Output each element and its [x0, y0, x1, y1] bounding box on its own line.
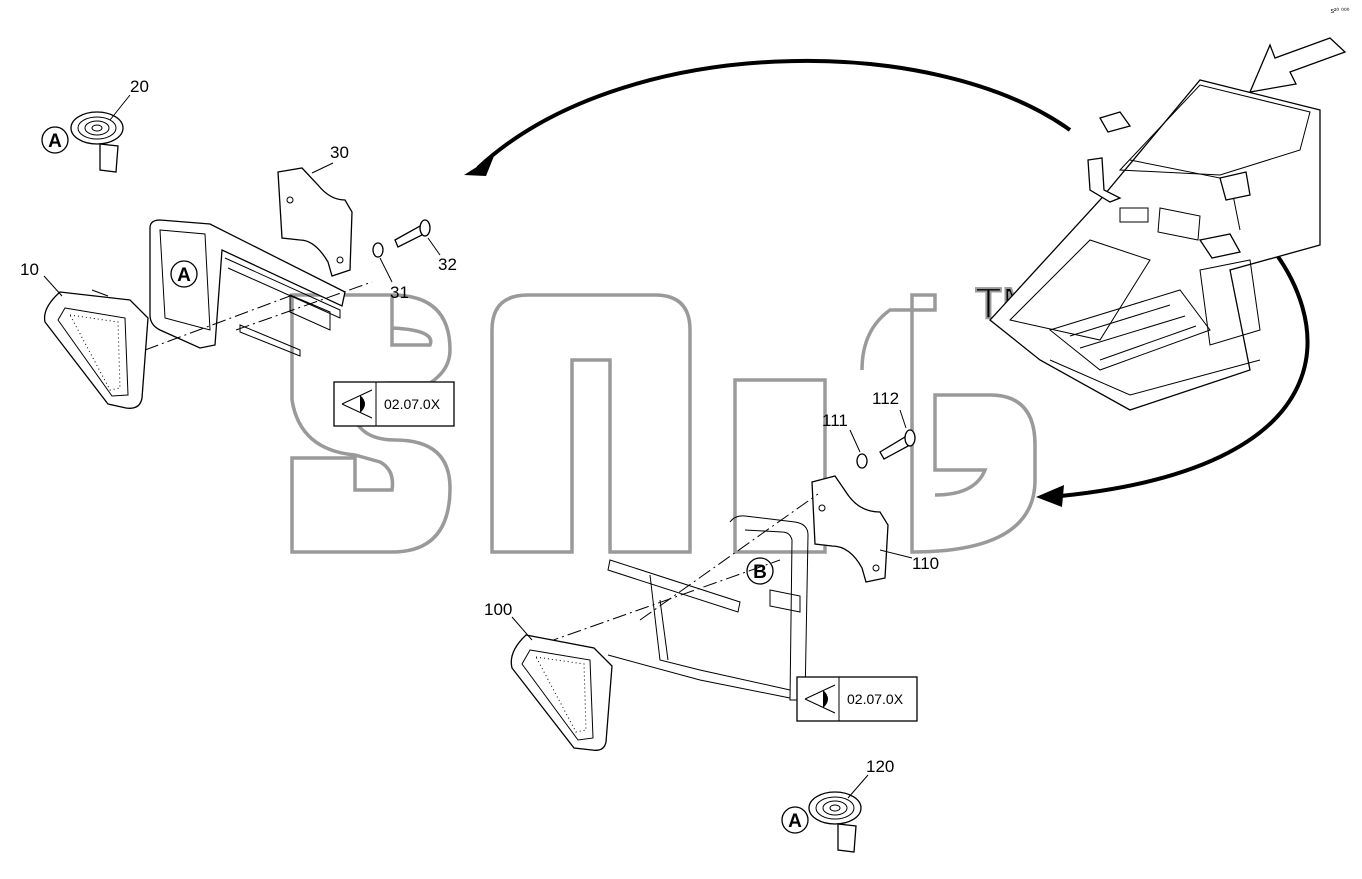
- frame-upper: [149, 219, 346, 357]
- callout-31: 31: [390, 283, 409, 302]
- reference-box-lower: 02.07.0X: [796, 676, 918, 722]
- bracket-lower: [811, 475, 889, 583]
- frame-lower: [607, 515, 809, 701]
- washer-upper: [372, 242, 384, 258]
- callout-110: 110: [912, 554, 939, 573]
- marker-a3-label: A: [788, 811, 802, 832]
- corner-mark: s²⁰ ⁰⁰⁰: [1330, 7, 1349, 15]
- work-light-lower: [510, 634, 613, 751]
- paver-machine: [989, 79, 1321, 411]
- callout-30: 30: [330, 143, 349, 162]
- tape-roll-icon: [808, 791, 862, 853]
- callout-10: 10: [20, 260, 39, 279]
- callout-120: 120: [866, 757, 894, 776]
- tape-roll-icon: [70, 111, 124, 173]
- reference-box-upper: 02.07.0X: [333, 381, 455, 427]
- reference-upper: 02.07.0X: [384, 396, 441, 412]
- eye-icon: [341, 389, 373, 419]
- work-light-upper: [43, 289, 149, 409]
- bolt-upper: [394, 219, 431, 248]
- marker-a-label: A: [48, 131, 62, 152]
- washer-lower: [856, 453, 868, 469]
- callout-100: 100: [484, 600, 512, 619]
- callout-111: 111: [822, 411, 848, 430]
- bolt-lower: [879, 429, 916, 460]
- marker-b-label: B: [753, 562, 767, 583]
- marker-a-circle: [41, 126, 69, 154]
- arrow-icon: [464, 58, 1310, 507]
- callout-32: 32: [438, 255, 457, 274]
- marker-a2-label: A: [177, 265, 191, 286]
- eye-icon: [804, 684, 836, 714]
- callout-20: 20: [130, 77, 149, 96]
- marker-a3-circle: [781, 806, 809, 834]
- arrow-icon: [1248, 37, 1347, 93]
- callout-112: 112: [872, 389, 899, 408]
- reference-lower: 02.07.0X: [847, 691, 904, 707]
- marker-a2-circle: [170, 260, 198, 288]
- bracket-upper: [277, 167, 353, 277]
